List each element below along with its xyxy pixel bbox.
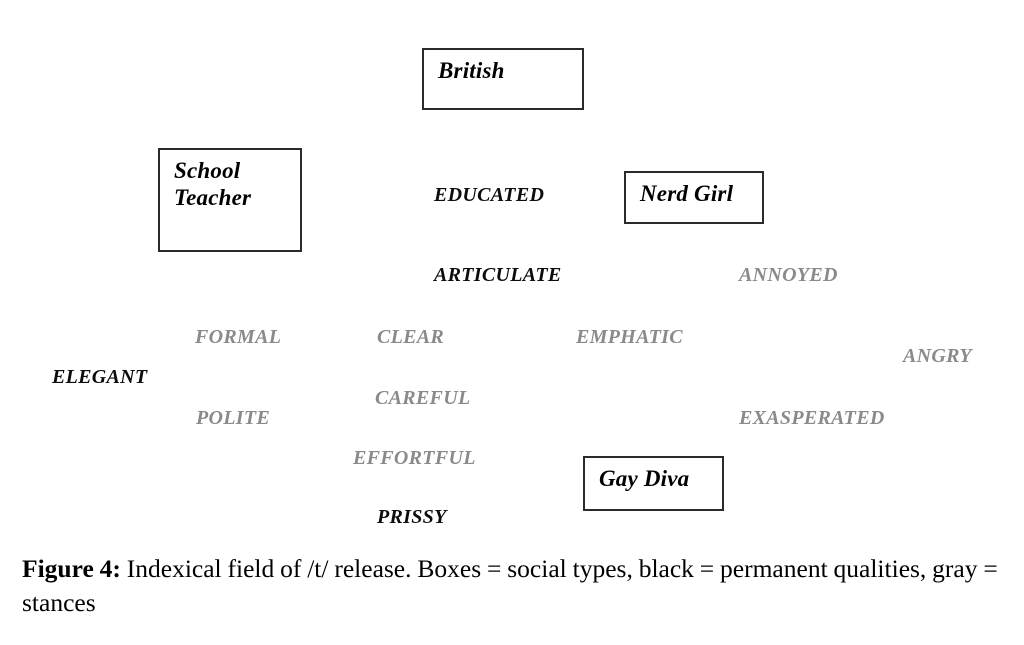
stance-label-careful: CAREFUL [375, 387, 471, 409]
stance-label-formal: FORMAL [195, 326, 282, 348]
social-type-box-british: British [422, 48, 584, 110]
stance-label-clear: CLEAR [377, 326, 445, 348]
stance-label-emphatic: EMPHATIC [576, 326, 683, 348]
stance-label-annoyed: ANNOYED [739, 264, 838, 286]
figure-caption: Figure 4: Indexical field of /t/ release… [22, 552, 1012, 619]
stance-label-exasperated: EXASPERATED [739, 407, 885, 429]
quality-label-articulate: ARTICULATE [434, 264, 562, 286]
social-type-box-gay-diva: Gay Diva [583, 456, 724, 511]
social-type-box-nerd-girl: Nerd Girl [624, 171, 764, 224]
figure-caption-text: Indexical field of /t/ release. Boxes = … [22, 554, 998, 617]
quality-label-elegant: ELEGANT [52, 366, 148, 388]
social-type-box-school-teacher: School Teacher [158, 148, 302, 252]
stance-label-effortful: EFFORTFUL [353, 447, 476, 469]
figure-caption-label: Figure 4: [22, 554, 121, 583]
stance-label-angry: ANGRY [903, 345, 972, 367]
quality-label-educated: EDUCATED [434, 184, 545, 206]
stance-label-polite: POLITE [196, 407, 271, 429]
quality-label-prissy: PRISSY [377, 506, 447, 528]
